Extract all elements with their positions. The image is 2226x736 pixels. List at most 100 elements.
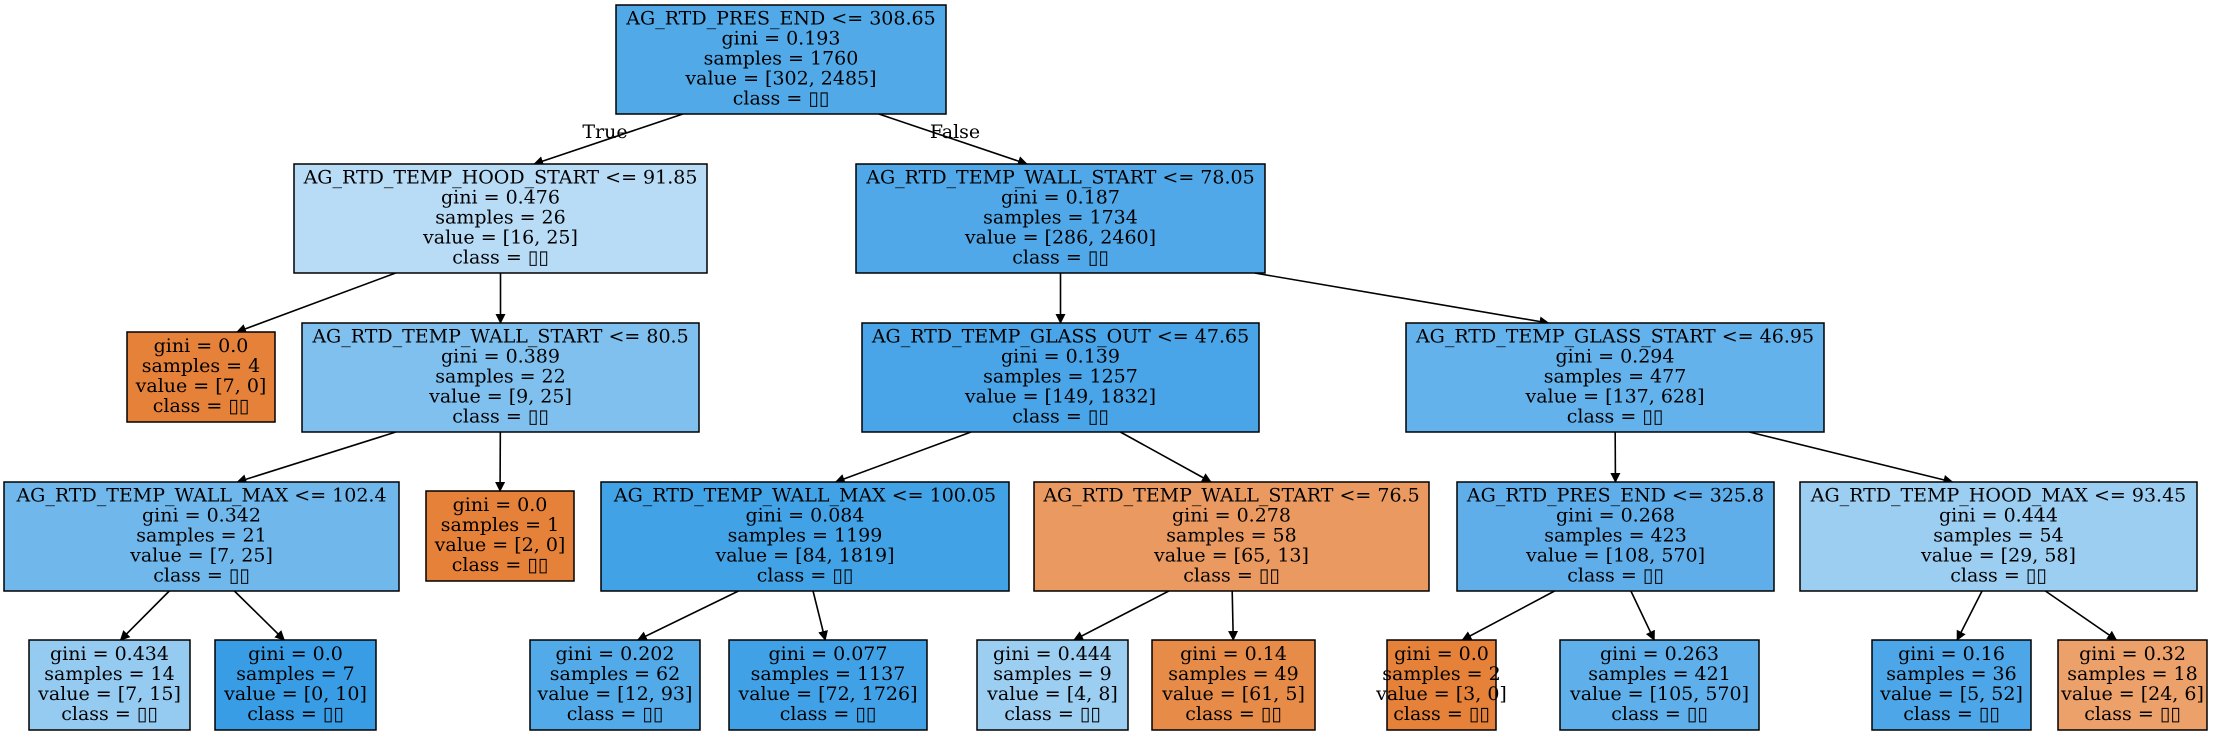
node-box (301, 322, 700, 433)
node-line: gini = 0.0 (1394, 643, 1489, 665)
node-box (1559, 639, 1760, 731)
node-line: value = [0, 10] (223, 683, 367, 705)
edges-layer: True False (119, 113, 2118, 641)
node-line: gini = 0.444 (1939, 505, 2058, 527)
node-line: gini = 0.193 (722, 28, 841, 50)
tree-edge (1956, 590, 1983, 641)
node-box (600, 481, 1010, 592)
node-line: value = [84, 1819] (714, 545, 894, 567)
tree-edge (1228, 590, 1239, 641)
node-line: gini = 0.16 (1898, 643, 2005, 665)
node-line: value = [2, 0] (434, 534, 566, 556)
node-line: class = ▯▯ (452, 554, 548, 576)
node-box (1386, 639, 1497, 731)
node-line: samples = 9 (993, 663, 1111, 685)
node-line: class = ▯▯ (61, 703, 157, 725)
node-line: samples = 4 (142, 355, 260, 377)
node-line: value = [9, 25] (428, 386, 572, 408)
node-line: gini = 0.202 (556, 643, 675, 665)
node-box (1405, 322, 1825, 433)
tree-edge (1119, 431, 1212, 483)
node-line: class = ▯▯ (1393, 703, 1489, 725)
node-line: AG_RTD_TEMP_GLASS_START <= 46.95 (1415, 326, 1814, 348)
node-line: gini = 0.0 (154, 335, 249, 357)
tree-edge (533, 113, 684, 166)
node-line: samples = 1734 (983, 207, 1138, 229)
node-line: gini = 0.434 (50, 643, 169, 665)
node-line: class = ▯▯ (1950, 565, 2046, 587)
node-line: value = [5, 52] (1879, 683, 2023, 705)
tree-edge (1630, 590, 1655, 641)
node-line: samples = 7 (236, 663, 354, 685)
node-line: gini = 0.084 (746, 505, 865, 527)
node-line: samples = 421 (1588, 663, 1731, 685)
node-line: value = [7, 15] (37, 683, 181, 705)
tree-edge (636, 590, 739, 641)
tree-edge (233, 590, 285, 641)
node-box (3, 481, 400, 592)
node-box (28, 639, 191, 731)
node-line: value = [12, 93] (537, 683, 693, 705)
node-line: value = [7, 25] (129, 545, 273, 567)
node-line: class = ▯▯ (1611, 703, 1707, 725)
edge-label-false: False (930, 121, 980, 143)
tree-edge (1254, 272, 1550, 327)
node-line: value = [149, 1832] (964, 386, 1156, 408)
node-line: AG_RTD_PRES_END <= 308.65 (625, 8, 935, 30)
node-box (1033, 481, 1430, 592)
node-box (2057, 639, 2208, 731)
tree-edge (1073, 590, 1170, 641)
node-line: samples = 54 (1933, 525, 2064, 547)
node-line: class = ▯▯ (247, 703, 343, 725)
node-line: value = [7, 0] (135, 375, 267, 397)
node-box (976, 639, 1129, 731)
node-line: AG_RTD_TEMP_WALL_MAX <= 100.05 (613, 485, 996, 507)
node-line: class = ▯▯ (1012, 406, 1108, 428)
node-line: gini = 0.342 (142, 505, 261, 527)
node-line: AG_RTD_TEMP_HOOD_MAX <= 93.45 (1810, 485, 2187, 507)
node-line: gini = 0.476 (441, 187, 560, 209)
node-line: AG_RTD_PRES_END <= 325.8 (1466, 485, 1764, 507)
node-line: class = ▯▯ (757, 565, 853, 587)
node-line: class = ▯▯ (1185, 703, 1281, 725)
node-line: value = [24, 6] (2060, 683, 2204, 705)
node-box (425, 490, 575, 582)
node-line: value = [29, 58] (1920, 545, 2076, 567)
node-line: value = [137, 628] (1524, 386, 1704, 408)
node-line: class = ▯▯ (1567, 406, 1663, 428)
node-line: samples = 49 (1168, 663, 1299, 685)
node-line: gini = 0.14 (1180, 643, 1287, 665)
node-box (126, 331, 276, 423)
node-line: samples = 477 (1544, 366, 1687, 388)
node-box (728, 639, 928, 731)
node-line: class = ▯▯ (1567, 565, 1663, 587)
node-line: AG_RTD_TEMP_WALL_MAX <= 102.4 (15, 485, 386, 507)
tree-edge (236, 272, 396, 334)
node-box (855, 163, 1266, 274)
node-box (214, 639, 377, 731)
edge-label-true: True (582, 121, 627, 143)
node-line: samples = 1257 (983, 366, 1138, 388)
node-line: gini = 0.444 (993, 643, 1112, 665)
tree-edge (1461, 590, 1555, 641)
node-box (615, 4, 947, 115)
node-line: value = [16, 25] (422, 227, 578, 249)
node-box (861, 322, 1260, 433)
